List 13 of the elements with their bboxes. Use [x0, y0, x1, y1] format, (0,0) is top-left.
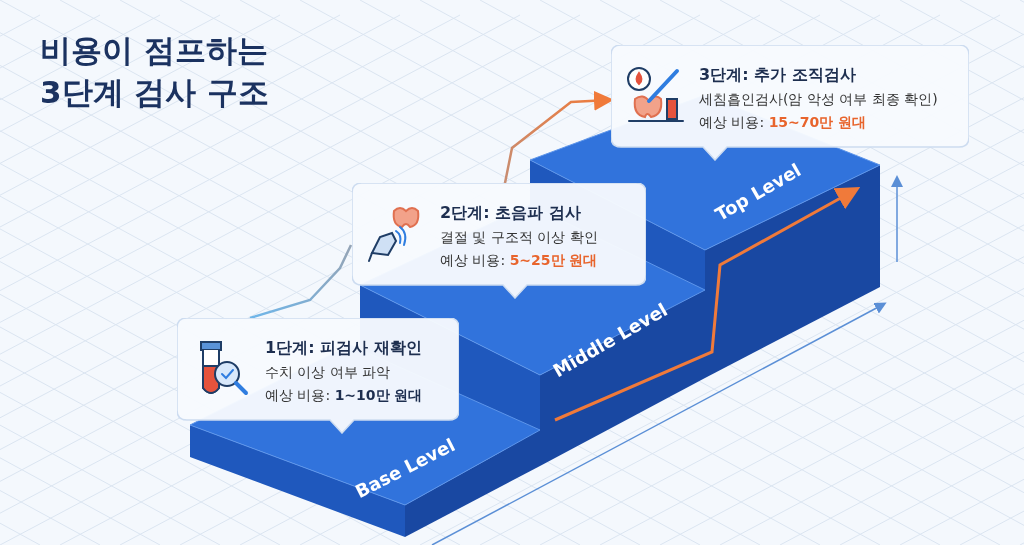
step-heading: 1단계: 피검사 재확인	[265, 338, 423, 359]
step-heading: 2단계: 초음파 검사	[440, 203, 582, 224]
rising-arrow	[503, 90, 614, 184]
step-description: 세침흡인검사(암 악성 여부 최종 확인)	[699, 91, 938, 109]
trend-arrow	[554, 187, 861, 422]
step-description: 결절 및 구조적 이상 확인	[440, 229, 598, 247]
step-description: 수치 이상 여부 파악	[265, 364, 392, 382]
cost-text: 예상 비용: 5~25만 원대	[440, 252, 598, 270]
title: 비용이 점프하는 3단계 검사 구조	[40, 31, 271, 112]
cost-text: 예상 비용: 1~10만 원대	[265, 387, 423, 405]
rising-line	[249, 244, 353, 320]
cost-text: 예상 비용: 15~70만 원대	[699, 114, 868, 132]
step-heading: 3단계: 추가 조직검사	[699, 65, 857, 86]
